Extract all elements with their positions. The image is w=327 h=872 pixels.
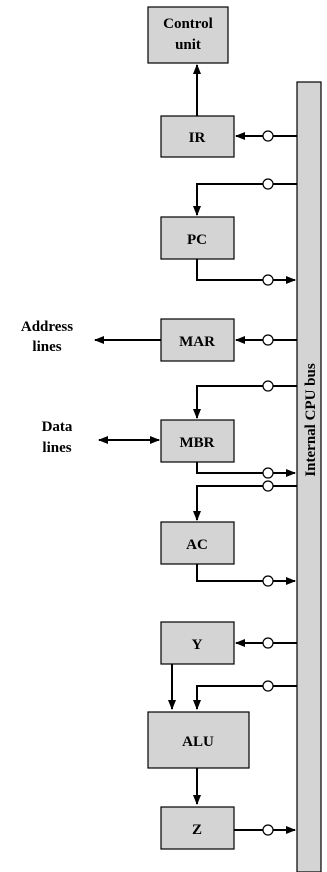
- y-register-box: [160, 621, 235, 665]
- control-unit-label-line2: unit: [175, 37, 201, 53]
- ac-to-bus-arrow: [196, 564, 296, 585]
- bus-to-alu-arrow: [193, 685, 297, 710]
- mbr-input-gate: [262, 380, 274, 392]
- z-register-label: Z: [192, 822, 202, 838]
- alu-box: [147, 711, 250, 769]
- pc-input-gate: [262, 178, 274, 190]
- pc-to-bus-arrow: [196, 259, 296, 284]
- alu-input-gate: [262, 680, 274, 692]
- ac-input-gate: [262, 480, 274, 492]
- mbr-output-gate: [262, 467, 274, 479]
- bus-to-mbr-arrow: [193, 385, 297, 419]
- ir-register-label: IR: [189, 130, 206, 146]
- bus-to-pc-arrow: [193, 183, 297, 216]
- pc-output-gate: [262, 274, 274, 286]
- pc-register-label: PC: [187, 232, 207, 248]
- y-input-gate: [262, 637, 274, 649]
- ac-output-gate: [262, 575, 274, 587]
- y-register-label: Y: [192, 637, 203, 653]
- bus-label: Internal CPU bus: [303, 363, 319, 477]
- ac-register-box: [160, 521, 235, 565]
- mbr-to-bus-arrow: [196, 462, 296, 477]
- ir-input-gate: [262, 130, 274, 142]
- address-lines-label-line1: Address: [21, 319, 73, 335]
- control-unit-box: [147, 6, 229, 64]
- mbr-register-label: MBR: [180, 435, 215, 451]
- mbr-register-box: [160, 419, 235, 463]
- z-register-box: [160, 806, 235, 850]
- mar-input-gate: [262, 334, 274, 346]
- data-lines-label-line2: lines: [42, 440, 71, 456]
- pc-register-box: [160, 216, 235, 260]
- ir-register-box: [160, 115, 235, 158]
- address-lines-label-line2: lines: [32, 339, 61, 355]
- bus-to-ac-arrow: [193, 485, 297, 521]
- internal-cpu-bus: [296, 81, 322, 872]
- mar-register-box: [160, 318, 235, 362]
- z-output-gate: [262, 824, 274, 836]
- ac-register-label: AC: [186, 537, 208, 553]
- data-lines-label-line1: Data: [42, 419, 73, 435]
- mar-register-label: MAR: [179, 334, 215, 350]
- control-unit-label-line1: Control: [163, 16, 213, 32]
- alu-label: ALU: [182, 734, 214, 750]
